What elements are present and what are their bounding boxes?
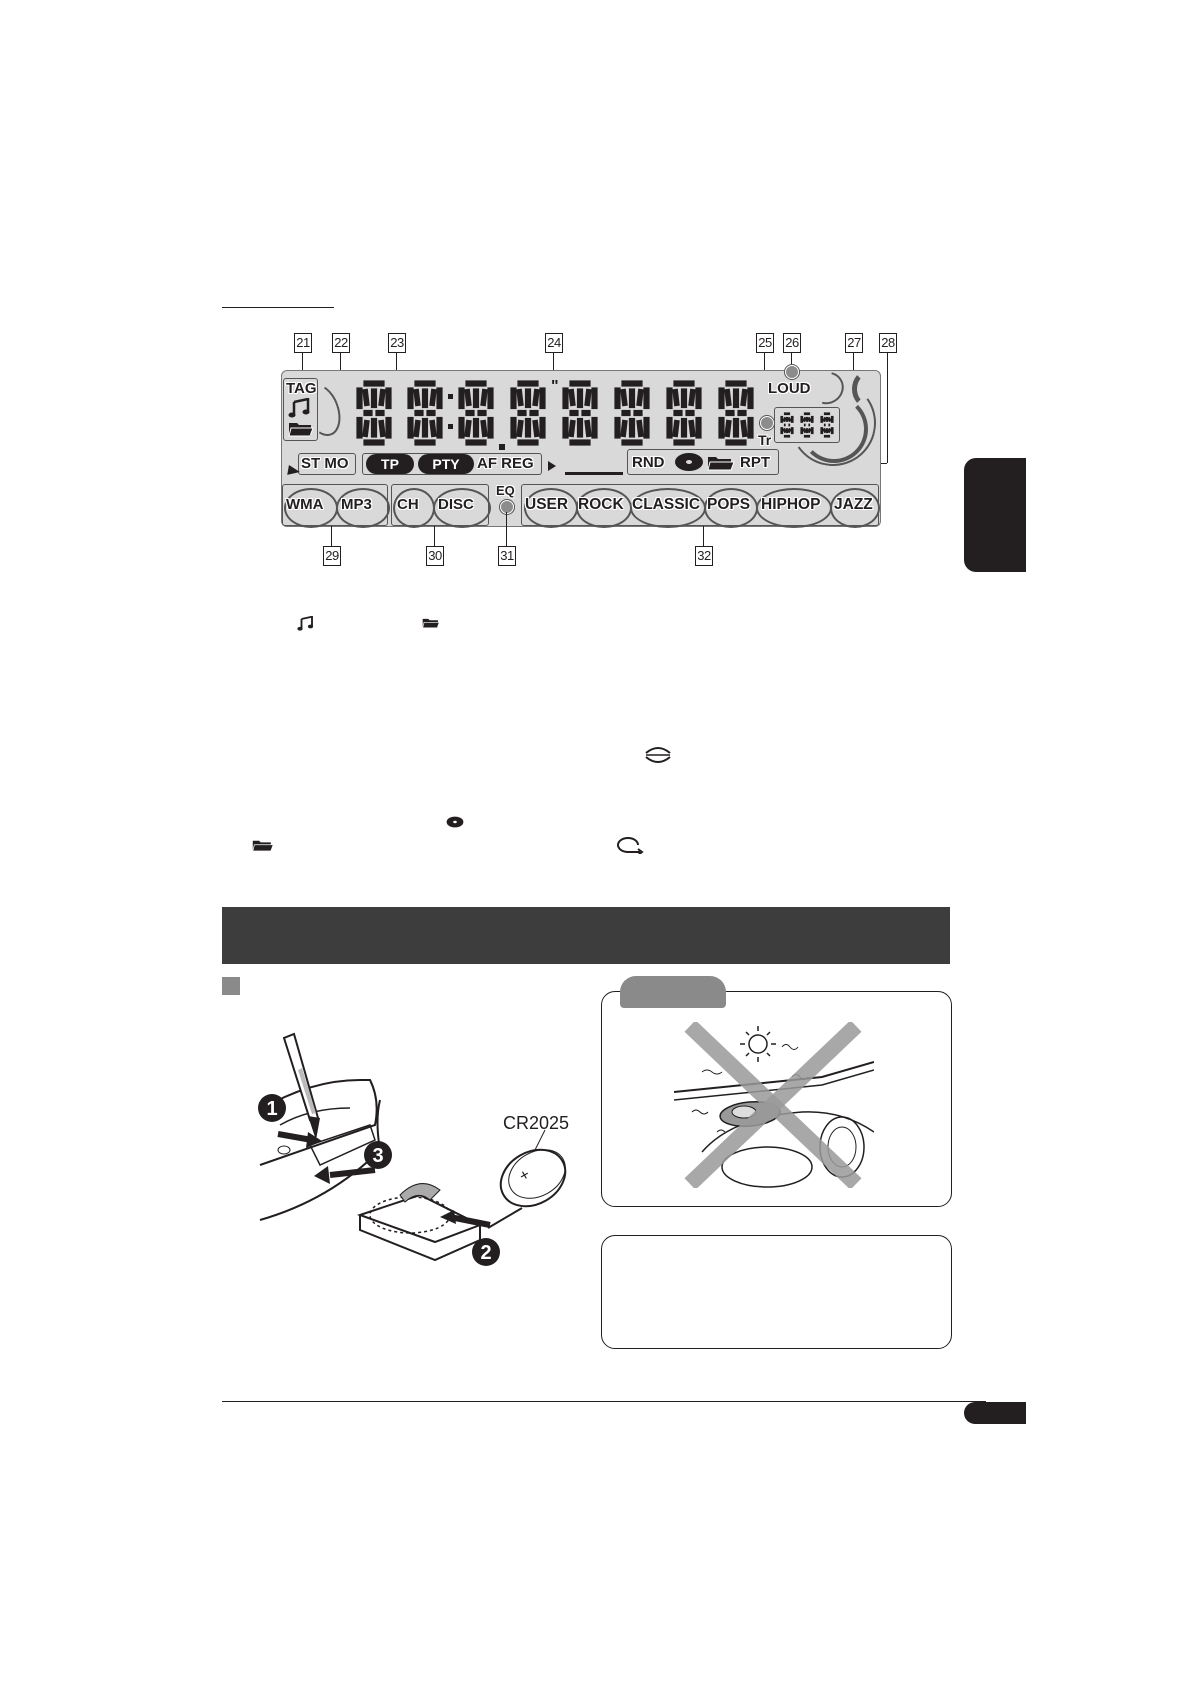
callout-24: 24 [545,333,563,353]
ch-indicator: CH [397,496,419,513]
callout-29: 29 [323,546,341,566]
eq-jazz: JAZZ [834,496,873,513]
subsection-marker [222,977,240,995]
leader-26 [791,353,792,371]
eq-classic: CLASSIC [632,496,701,513]
leader-30 [434,526,435,546]
callout-30: 30 [426,546,444,566]
footer-rule [222,1401,986,1402]
track-indicator: Tr [758,432,772,448]
eq-indicator: EQ [496,483,515,498]
segment-digit [405,378,445,448]
play-mode-group [627,449,779,475]
tag-indicator: TAG [286,380,317,397]
music-note-icon [288,398,310,418]
folder-icon [288,423,314,437]
segment-digit [560,378,600,448]
colon-dot-bottom [448,424,453,429]
battery-type-label: CR2025 [503,1113,570,1133]
section-banner [222,907,950,964]
eq-user: USER [525,496,569,513]
header-rule [222,307,334,308]
language-tab [964,458,1026,572]
callout-25-dot [760,416,774,430]
callout-27: 27 [845,333,863,353]
tp-indicator: TP [366,454,414,474]
folder-icon [422,618,440,629]
tag-group [283,378,318,441]
segment-digit [354,378,394,448]
decor-arc [336,488,390,528]
rnd-indicator: RND [632,454,665,471]
repeat-icon [617,837,644,854]
leader-21 [302,353,303,378]
disc-icon [675,453,703,471]
arrow-left-icon [287,465,301,477]
step-1: 1 [266,1098,277,1120]
note-box [601,1235,952,1349]
decor-arc [830,488,880,528]
callout-28: 28 [879,333,897,353]
caution-box [601,991,952,1207]
rds-group [362,453,542,475]
loud-indicator: LOUD [768,380,811,397]
callout-31: 31 [498,546,516,566]
leader-29 [331,526,332,546]
decimal-dot [499,444,505,450]
step-3: 3 [372,1145,383,1167]
colon-dot-top [448,394,453,399]
mp3-indicator: MP3 [341,496,372,513]
folder-icon [252,840,274,852]
disc-icon [446,816,464,828]
seconds-mark: " [551,378,559,395]
segment-digit [456,378,496,448]
leader-24 [553,353,554,377]
af-reg-indicator: AF REG [477,455,534,472]
eq-hiphop: HIPHOP [761,496,821,513]
eq-pops: POPS [707,496,751,513]
arrow-right-icon [548,461,556,471]
eq-rock: ROCK [578,496,624,513]
st-mo-indicator: ST MO [301,455,349,472]
pty-indicator: PTY [418,454,474,474]
small-segment-digit [778,410,796,445]
callout-22: 22 [332,333,350,353]
decor-arc [433,488,491,528]
decor-arc [800,395,868,463]
folder-icon [707,457,735,471]
loudness-icon [645,747,671,763]
callout-21: 21 [294,333,312,353]
callout-25: 25 [756,333,774,353]
sunlight-warning-illustration [673,1022,874,1188]
rpt-indicator: RPT [740,454,770,471]
callout-26-dot [785,365,799,379]
callout-26: 26 [783,333,801,353]
disc-indicator: DISC [438,496,474,513]
bar-segment [565,472,623,475]
callout-32: 32 [695,546,713,566]
leader-31 [506,512,507,546]
callout-31-dot [500,500,514,514]
segment-digit [612,378,652,448]
callout-23: 23 [388,333,406,353]
page-number-tab [964,1402,1026,1424]
leader-32 [703,526,704,546]
music-note-icon [297,616,314,631]
leader-28 [887,353,888,463]
decor-arc [852,370,884,408]
battery-replacement-illustration: 1 3 2 + [258,1032,567,1266]
caution-tab [620,976,726,1008]
st-mo-group [298,453,356,475]
segment-digit [664,378,704,448]
step-2: 2 [480,1242,491,1264]
wma-indicator: WMA [286,496,324,513]
segment-digit [716,378,756,448]
segment-digit [508,378,548,448]
